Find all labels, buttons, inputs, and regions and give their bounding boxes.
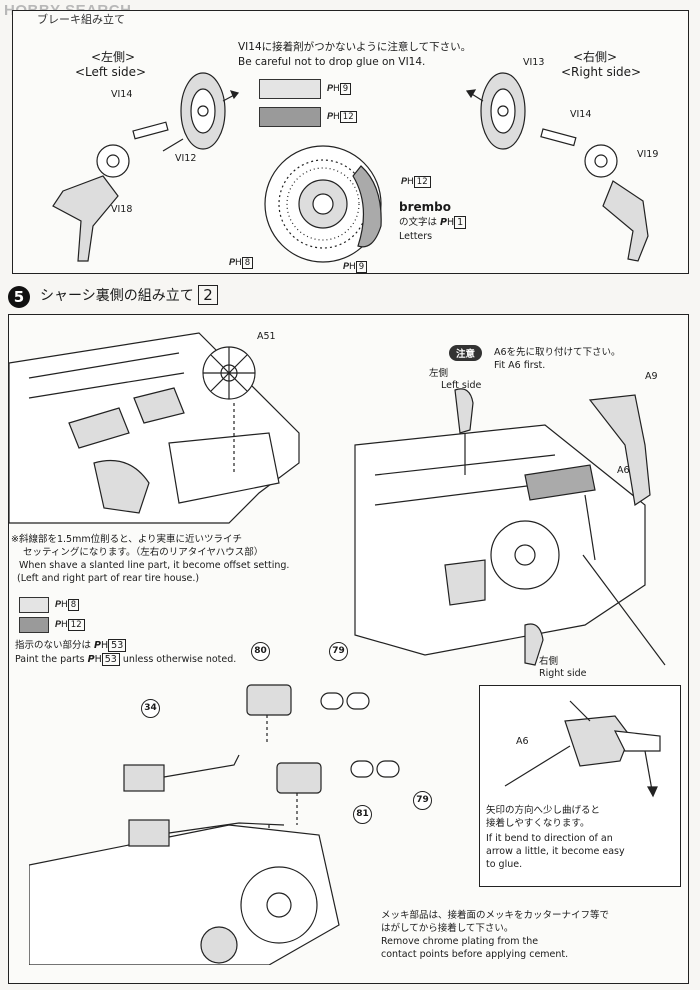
bend-note-jp-2: 接着しやすくなります。 bbox=[486, 818, 590, 829]
part-vi14-left: VI14 bbox=[111, 89, 133, 100]
brake-heading: ブレーキ組み立て bbox=[37, 13, 125, 26]
glue-warning-en: Be careful not to drop glue on VI14. bbox=[238, 56, 426, 68]
right-brake-drawing bbox=[465, 72, 649, 262]
chrome-note-en-1: Remove chrome plating from the bbox=[381, 936, 539, 947]
part-vi14-right: VI14 bbox=[570, 109, 592, 120]
color-swatch-light bbox=[259, 79, 321, 99]
brake-disc-drawing bbox=[264, 145, 382, 263]
left-side-jp: <左側> bbox=[91, 50, 136, 64]
exhaust-assembly-drawing bbox=[29, 684, 400, 965]
shave-note-jp-1: ※斜線部を1.5mm位削ると、より実車に近いツライチ bbox=[11, 534, 243, 545]
part-vi19: VI19 bbox=[637, 149, 659, 160]
rear-suspension-drawing bbox=[354, 388, 666, 666]
part-34: 34 bbox=[141, 699, 160, 718]
bend-note-jp-1: 矢印の方向へ少し曲げると bbox=[486, 805, 601, 816]
chrome-note-jp-2: はがしてから接着して下さい。 bbox=[381, 923, 514, 934]
attention-badge: 注意 bbox=[449, 345, 483, 361]
detail-inset-box: A6 矢印の方向へ少し曲げると 接着しやすくなります。 If it bend t… bbox=[479, 685, 681, 887]
right-side-en: <Right side> bbox=[561, 65, 642, 79]
part-a9: A9 bbox=[645, 371, 658, 382]
part-vi12: VI12 bbox=[175, 153, 197, 164]
part-a51: A51 bbox=[257, 331, 276, 342]
part-a6: A6 bbox=[617, 465, 630, 476]
bend-note-en-2: arrow a little, it become easy bbox=[486, 846, 625, 857]
chrome-note-en-2: contact points before applying cement. bbox=[381, 949, 569, 960]
part-81: 81 bbox=[353, 805, 372, 824]
a6-detail-drawing bbox=[504, 700, 661, 798]
right-side-jp: <右側> bbox=[573, 50, 618, 64]
glue-warning-jp: VI14に接着剤がつかないように注意して下さい。 bbox=[238, 41, 472, 53]
part-vi13: VI13 bbox=[523, 57, 545, 68]
color-swatch-dark bbox=[259, 107, 321, 127]
chrome-note-jp-1: メッキ部品は、接着面のメッキをカッターナイフ等で bbox=[381, 910, 610, 921]
part-vi18: VI18 bbox=[111, 204, 133, 215]
brembo-letters-en: Letters bbox=[399, 231, 433, 242]
step-number: 5 bbox=[8, 286, 30, 308]
left-side-en-main: Left side bbox=[441, 380, 482, 391]
bend-note-en-1: If it bend to direction of an bbox=[486, 833, 613, 844]
chassis-underside-panel: A51 ※斜線部を1.5mm位削ると、より実車に近いツライチ セッティングになり… bbox=[8, 314, 689, 984]
shave-note-jp-2: セッティングになります。（左右のリアタイヤハウス部） bbox=[23, 547, 264, 558]
fit-a6-jp: A6を先に取り付けて下さい。 bbox=[494, 347, 621, 358]
bend-note-en-3: to glue. bbox=[486, 859, 523, 870]
brembo-label: brembo bbox=[399, 200, 451, 214]
fit-a6-en: Fit A6 first. bbox=[494, 360, 546, 371]
part-a6-detail: A6 bbox=[516, 736, 529, 747]
right-side-jp-main: 右側 bbox=[539, 656, 559, 667]
brake-assembly-panel: ブレーキ組み立て VI14に接着剤がつかないように注意して下さい。 Be car… bbox=[12, 10, 689, 274]
part-79-a: 79 bbox=[329, 642, 348, 661]
step-title: シャーシ裏側の組み立て 2 bbox=[40, 285, 218, 305]
rear-chassis-drawing bbox=[9, 332, 300, 524]
left-side-en: <Left side> bbox=[75, 65, 147, 79]
left-side-jp-main: 左側 bbox=[429, 368, 449, 379]
part-80: 80 bbox=[251, 642, 270, 661]
part-79-b: 79 bbox=[413, 791, 432, 810]
right-side-en-main: Right side bbox=[539, 668, 587, 679]
color-swatch-light-main bbox=[19, 597, 49, 613]
shave-note-en-2: (Left and right part of rear tire house.… bbox=[17, 573, 200, 584]
left-brake-drawing bbox=[52, 72, 240, 262]
shave-note-en-1: When shave a slanted line part, it becom… bbox=[19, 560, 290, 571]
color-swatch-dark-main bbox=[19, 617, 49, 633]
